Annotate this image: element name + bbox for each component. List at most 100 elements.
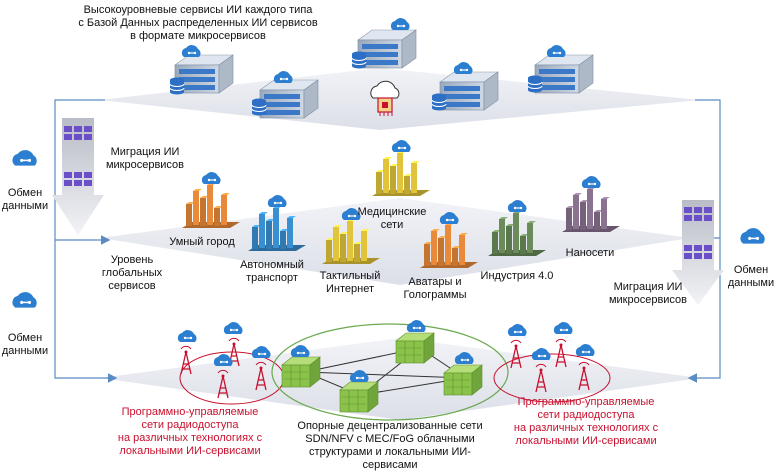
cloud-icon [290,344,311,358]
migration-label-line: микросервисов [608,294,688,306]
service-bar [431,231,437,265]
server-icon [259,79,319,119]
service-bar [452,248,458,266]
service-label-line: Автономный [240,259,304,271]
service-bar-top [354,242,363,244]
left-connector [54,99,118,383]
service-bar-top [376,170,385,172]
cloud-icon [507,199,528,213]
global-level-line: Уровень [110,254,154,266]
service-icon-smart-city [182,171,240,228]
service-bar [207,185,213,225]
service-bar [573,195,579,229]
ran-label-line: Программно-управляемые [517,396,655,408]
data-exchange-cloud-icon [739,227,766,245]
service-bar [492,232,498,254]
server-icon [439,71,499,111]
service-bar-top [431,229,440,231]
service-bar-top [601,197,610,199]
service-bar-top [459,233,468,235]
service-bar-top [361,229,370,231]
service-bar [259,214,265,248]
service-bar [445,225,451,265]
edge-node-icon [395,332,435,364]
service-bar-top [452,246,461,248]
service-label-line: Медицинские [357,206,427,218]
ai-chip-cloud-icon [370,80,400,116]
core-network-ellipse [271,323,509,421]
service-bar-top [259,212,268,214]
service-bar [347,221,353,261]
cloud-icon [267,194,288,208]
service-label-industry-4: Индустрия 4.0 [472,270,562,283]
service-bar-top [214,206,223,208]
exchange-label-line: Обмен [733,264,769,276]
database-icon [431,93,447,111]
service-bar-top [411,161,420,163]
exchange-label-line: данными [727,277,775,289]
service-label-avatars-holograms: Аватары и Голограммы [395,276,475,302]
top-plane [100,68,700,130]
service-bar [252,227,258,249]
service-bar [390,166,396,194]
core-label-line: структурами и локальными ИИ- [309,446,471,458]
service-label-line: Интернет [326,283,374,295]
service-bar-top [573,193,582,195]
exchange-label-line: Обмен [7,332,43,344]
service-bar-top [499,217,508,219]
core-network-label: Опорные децентрализованные сети SDN/NFV … [285,420,495,472]
service-icon-industry-4 [488,199,546,256]
service-bar-top [492,230,501,232]
service-bar [200,198,206,226]
service-bar [587,189,593,229]
service-bar [601,199,607,229]
service-label-line: Голограммы [403,289,467,301]
migration-label-line: Миграция ИИ [110,146,180,158]
ran-label-line: Программно-управляемые [121,406,259,418]
service-icon-tactile-internet [322,207,380,264]
service-bar-top [424,242,433,244]
service-bar-top [193,189,202,191]
global-level-line: глобальных [101,267,163,279]
service-bar [266,221,272,249]
service-bar [527,223,533,253]
service-bar [221,195,227,225]
ran-label-right: Программно-управляемые сети радиодоступа… [496,396,676,448]
cloud-icon [453,61,474,75]
server-icon [534,54,594,94]
cloud-icon [223,321,244,335]
service-bar [404,176,410,194]
service-label-line: сети [380,219,404,231]
service-bar [273,208,279,248]
service-bar-top [326,238,335,240]
service-bar [459,235,465,265]
cloud-icon [201,171,222,185]
edge-node-icon [339,381,379,413]
edge-node-icon [443,364,483,396]
service-bar [594,212,600,230]
cloud-icon [391,139,412,153]
service-bar [411,163,417,193]
top-title-line: с Базой Данных распределенных ИИ сервисо… [78,17,318,29]
service-bar-top [390,164,399,166]
ran-label-line: локальными ИИ-сервисами [515,435,657,447]
top-title-line: в формате микросервисов [130,30,266,42]
ran-ellipse-right [493,353,611,403]
service-bar [513,213,519,253]
service-label-medical-networks: Медицинские сети [352,206,432,232]
service-label-line: Индустрия 4.0 [480,270,554,282]
service-label-line: транспорт [246,272,298,284]
service-icon-nanonetworks [562,175,620,232]
cloud-icon [581,175,602,189]
service-bar [506,226,512,254]
service-bar-top [566,206,575,208]
server-icon [357,29,417,69]
service-bar-top [280,229,289,231]
cloud-icon [177,329,198,343]
migration-label-right: Миграция ИИ микросервисов [598,281,698,307]
cloud-icon [531,347,552,361]
migration-label-line: микросервисов [105,159,185,171]
global-level-label: Уровень глобальных сервисов [92,254,172,293]
service-icon-medical-networks [372,139,430,196]
